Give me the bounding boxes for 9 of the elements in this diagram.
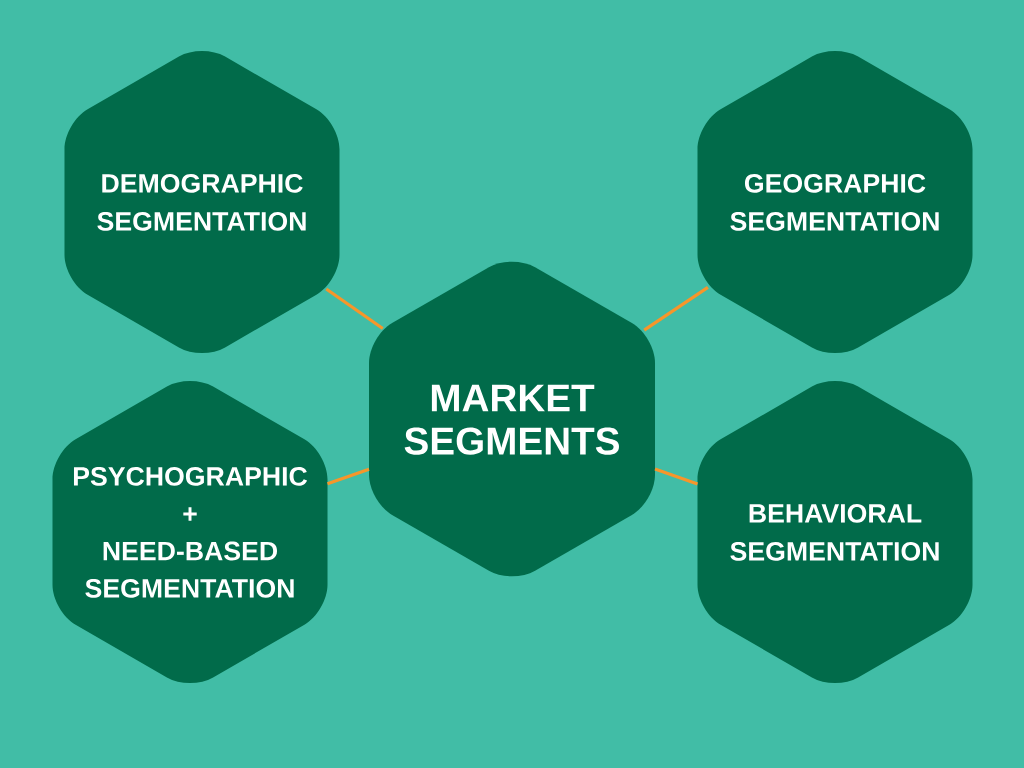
connector-line <box>327 467 370 486</box>
hexagon: PSYCHOGRAPHIC + NEED-BASED SEGMENTATION <box>52 381 328 683</box>
connector-line <box>654 467 699 486</box>
connector-line <box>643 286 709 332</box>
hexagon: DEMOGRAPHIC SEGMENTATION <box>64 51 340 353</box>
connector-line <box>325 287 384 330</box>
hexagon: GEOGRAPHIC SEGMENTATION <box>697 51 973 353</box>
hexagon: MARKET SEGMENTS <box>369 261 655 577</box>
hexagon: BEHAVIORAL SEGMENTATION <box>697 381 973 683</box>
